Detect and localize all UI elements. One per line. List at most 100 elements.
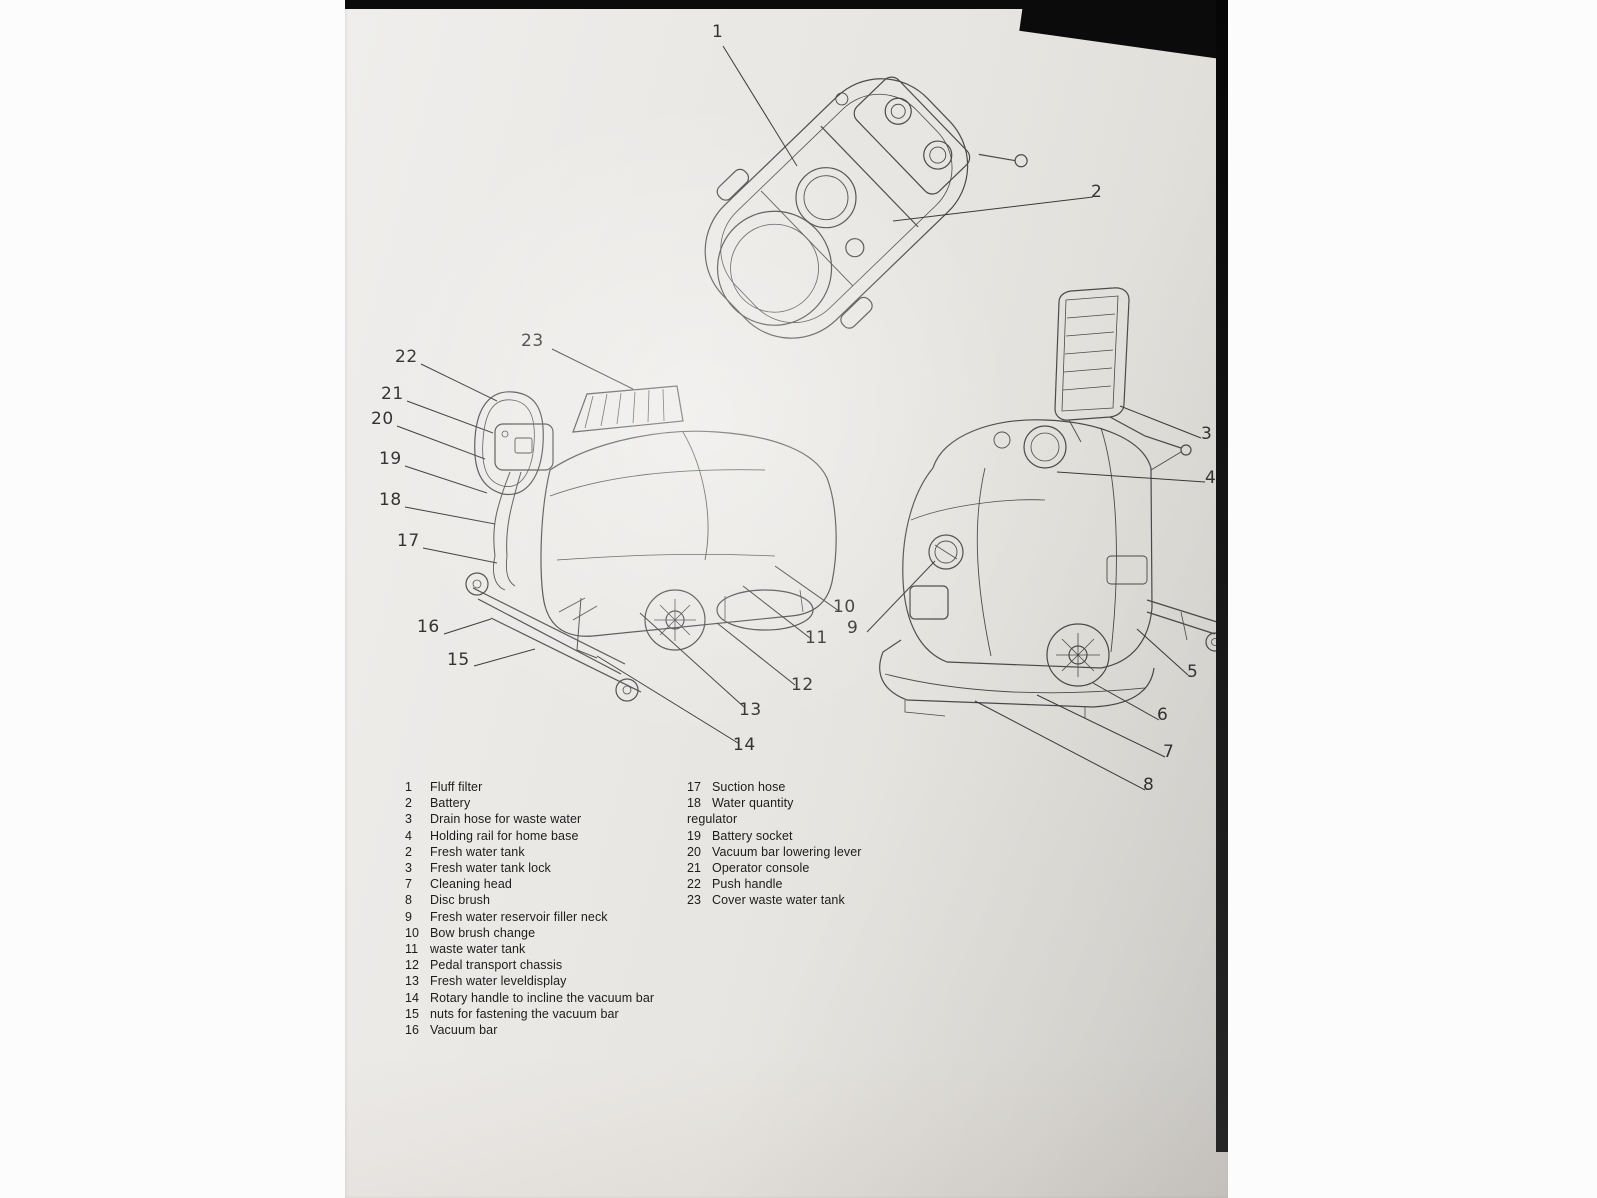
scrubber-diagram-linework	[396, 45, 1225, 791]
legend-item-label: Vacuum bar	[430, 1023, 498, 1038]
callout-17: 17	[397, 531, 420, 551]
legend-item-label: Rotary handle to incline the vacuum bar	[430, 990, 655, 1005]
page-top-edge	[345, 0, 1228, 9]
legend-item: 23 Cover waste water tank	[687, 892, 897, 908]
callout-5: 5	[1187, 662, 1199, 682]
legend-item-number: 4	[405, 828, 413, 843]
legend-item-number: 23	[687, 893, 702, 908]
legend-item-number: 13	[405, 974, 420, 989]
callout-2: 2	[1091, 182, 1103, 202]
legend-item-number: 17	[687, 780, 702, 794]
callout-19: 19	[379, 449, 402, 469]
legend-item-number: 21	[687, 861, 702, 876]
callout-6: 6	[1157, 705, 1169, 725]
legend-item: 19 Battery socket	[687, 828, 897, 844]
legend-item-label: waste water tank	[430, 942, 526, 957]
legend-item-number: 22	[687, 877, 702, 892]
legend-item-label: Cover waste water tank	[712, 893, 845, 908]
callout-16: 16	[417, 617, 440, 637]
legend-item-number: 14	[405, 990, 420, 1005]
legend-item-label: Holding rail for home base	[430, 828, 579, 843]
callout-1: 1	[712, 22, 724, 42]
legend-item: 20 Vacuum bar lowering lever	[687, 844, 897, 860]
callout-14: 14	[733, 735, 756, 755]
legend-item-number: 8	[405, 893, 413, 908]
legend-item: 7 Cleaning head	[405, 876, 705, 892]
legend-item: 4 Holding rail for home base	[405, 828, 705, 844]
legend-item-label: Drain hose for waste water	[430, 812, 582, 827]
callout-9: 9	[847, 618, 859, 638]
legend-item: 8 Disc brush	[405, 892, 705, 908]
legend-item: 11 waste water tank	[405, 941, 705, 957]
legend-left-column: 1 Fluff filter 2 Battery 3 Drain hose for w…	[405, 779, 705, 1038]
legend-item-label: Cleaning head	[430, 877, 512, 892]
callout-21: 21	[381, 384, 404, 404]
callout-7: 7	[1163, 742, 1175, 762]
legend-item-number: 11	[405, 942, 419, 957]
legend-item-label: Battery	[430, 796, 471, 811]
legend-item: 16 Vacuum bar	[405, 1022, 705, 1038]
legend-item-label: Battery socket	[712, 828, 793, 843]
legend-item-label: Operator console	[712, 861, 810, 876]
legend-item: 10 Bow brush change	[405, 925, 705, 941]
callout-18: 18	[379, 490, 402, 510]
legend-item-label: Fresh water tank lock	[430, 861, 551, 876]
legend-item-label: Bow brush change	[430, 925, 536, 940]
legend-item: 21 Operator console	[687, 860, 897, 876]
legend-item-label: Fresh water tank	[430, 844, 525, 859]
legend-item-number: 10	[405, 925, 420, 940]
legend-item-label: Fresh water leveldisplay	[430, 974, 567, 989]
legend-item-label: Water quantity	[712, 796, 794, 811]
legend-item: 3 Drain hose for waste water	[405, 811, 705, 827]
callout-22: 22	[395, 347, 418, 367]
page-right-edge	[1216, 0, 1228, 1152]
legend-item: 3 Fresh water tank lock	[405, 860, 705, 876]
legend-item-label: Fluff filter	[430, 780, 483, 794]
legend-item: 15 nuts for fastening the vacuum bar	[405, 1006, 705, 1022]
callout-3: 3	[1201, 424, 1213, 444]
callout-23: 23	[521, 331, 544, 351]
legend-item-number: 19	[687, 828, 702, 843]
legend-item-label: Suction hose	[712, 780, 786, 794]
callout-4: 4	[1205, 468, 1217, 488]
legend-item: 14 Rotary handle to incline the vacuum ba…	[405, 990, 705, 1006]
legend-item: 2 Fresh water tank	[405, 844, 705, 860]
legend-item-number: 16	[405, 1023, 420, 1038]
legend-item: 2 Battery	[405, 795, 705, 811]
legend-item-number: 3	[405, 861, 413, 876]
legend-item-label: Pedal transport chassis	[430, 958, 563, 973]
machine-rear-view	[879, 287, 1225, 718]
legend-item: 17 Suction hose	[687, 779, 897, 795]
legend-item-label: Vacuum bar lowering lever	[712, 844, 862, 859]
callout-10: 10	[833, 597, 856, 617]
legend-item-number: 15	[405, 1006, 420, 1021]
callout-8: 8	[1143, 775, 1155, 795]
legend-item-label: regulator	[687, 812, 738, 827]
callout-12: 12	[791, 675, 814, 695]
legend-item-number: 1	[405, 780, 413, 794]
legend-item-number: 7	[405, 877, 413, 892]
legend-item-number: 3	[405, 812, 413, 827]
legend-item-number: 2	[405, 844, 413, 859]
legend-item: 1 Fluff filter	[405, 779, 705, 795]
legend-item-number: 2	[405, 796, 413, 811]
callout-13: 13	[739, 700, 762, 720]
machine-side-view	[465, 385, 837, 702]
machine-top-view	[704, 76, 1028, 339]
legend-right-column: 17 Suction hose 18 Water quantity regulato…	[687, 779, 897, 909]
manual-page-photo: 1 2 3 4 5 6 7 8 9 10 11 12 13 14 15 16 1…	[345, 0, 1228, 1198]
legend-item: regulator	[687, 811, 897, 827]
callout-15: 15	[447, 650, 470, 670]
legend-item-label: Disc brush	[430, 893, 491, 908]
leader-lines	[396, 45, 1206, 791]
legend-item-number: 9	[405, 909, 413, 924]
legend-item-label: nuts for fastening the vacuum bar	[430, 1006, 619, 1021]
legend-item: 18 Water quantity	[687, 795, 897, 811]
callout-11: 11	[805, 628, 828, 648]
legend-item: 13 Fresh water leveldisplay	[405, 973, 705, 989]
legend-item-number: 18	[687, 796, 702, 811]
legend-item-number: 20	[687, 844, 702, 859]
